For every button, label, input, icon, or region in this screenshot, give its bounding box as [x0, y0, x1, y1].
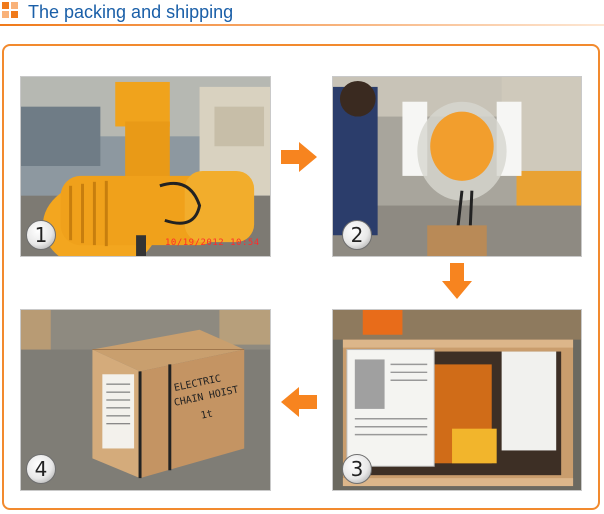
step-4-badge: 4: [26, 454, 56, 484]
header-divider: [0, 24, 604, 26]
step-1-timestamp: 10/19/2012 10:54: [165, 238, 260, 248]
section-title: The packing and shipping: [28, 2, 234, 22]
step-3-badge: 3: [342, 454, 372, 484]
step-1-photo: [20, 76, 271, 257]
step-2-photo: [332, 76, 582, 257]
step-3-photo: [332, 309, 582, 491]
open-crate-image: [333, 310, 581, 490]
arrow-down-icon: [442, 263, 472, 299]
section-header: The packing and shipping: [0, 0, 604, 26]
arrow-left-icon: [281, 387, 317, 417]
step-4-photo: ELECTRIC CHAIN HOIST 1t: [20, 309, 271, 491]
packing-foam-image: [333, 77, 581, 256]
step-1-badge: 1: [26, 220, 56, 250]
closed-crate-image: ELECTRIC CHAIN HOIST 1t: [21, 310, 270, 490]
arrow-right-icon: [281, 142, 317, 172]
orange-squares-icon: [2, 2, 20, 20]
hoist-warehouse-image: [21, 77, 270, 256]
step-2-badge: 2: [342, 220, 372, 250]
svg-text:1t: 1t: [200, 409, 214, 422]
